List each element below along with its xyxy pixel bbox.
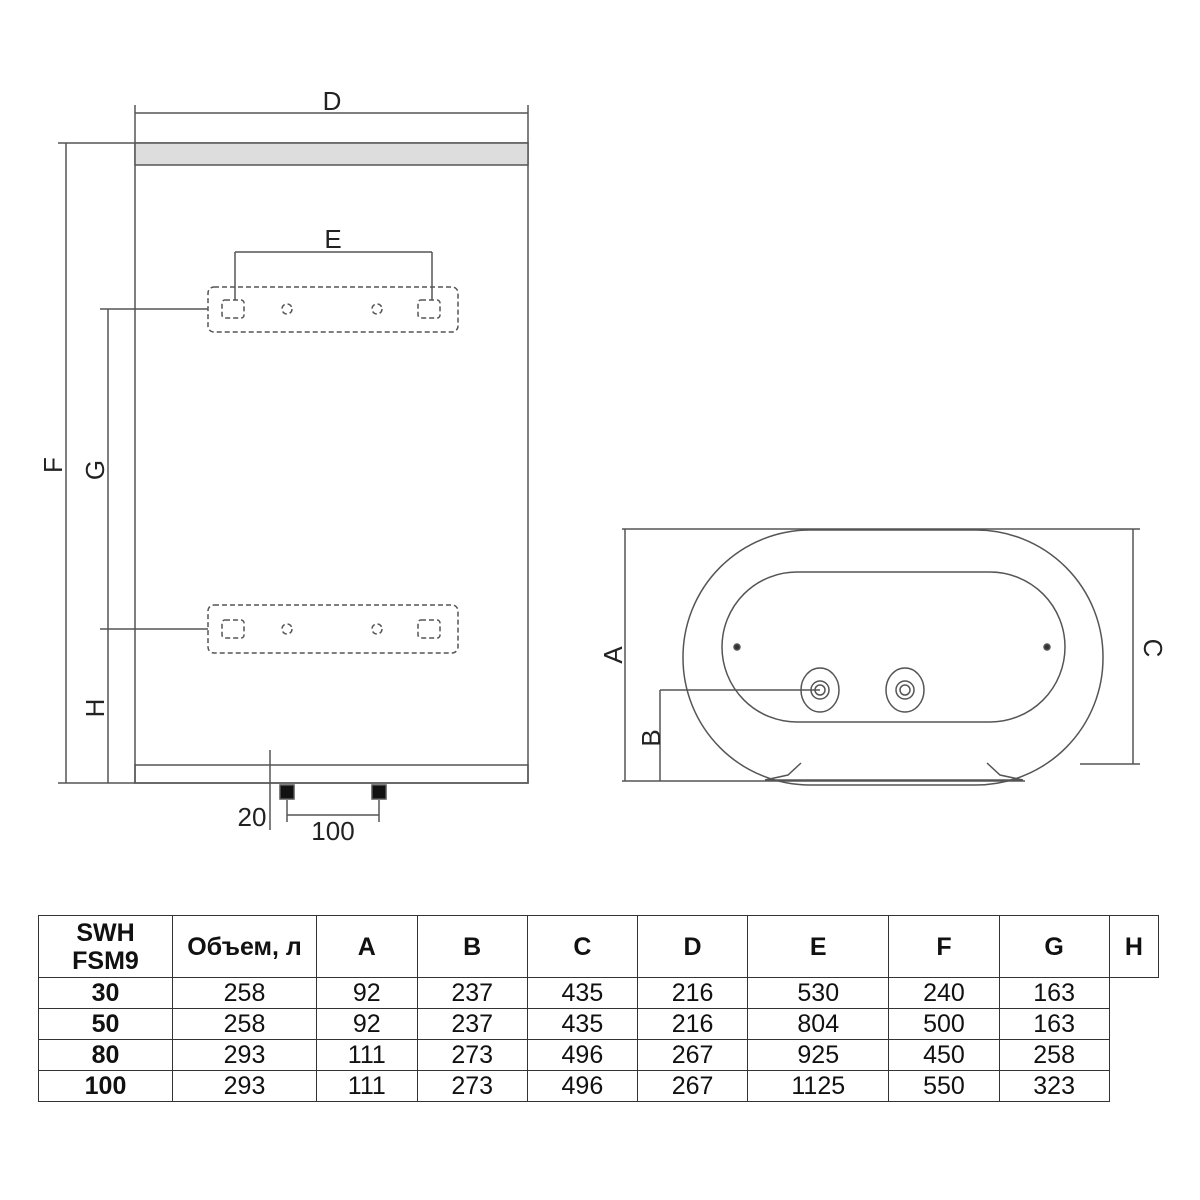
dimension-cell: 435 [526, 1008, 638, 1040]
dimension-cell: 435 [526, 977, 638, 1009]
table-header-row: SWH FSM9 Объем, л A B C D E F G H [38, 915, 1160, 978]
label-G: G [80, 460, 110, 480]
dimension-cell: 240 [888, 977, 1000, 1009]
header-H: H [1108, 915, 1160, 978]
header-G: G [998, 915, 1110, 978]
dimension-cell: 237 [416, 977, 528, 1009]
volume-cell: 30 [38, 977, 173, 1009]
label-offset: 20 [238, 802, 267, 832]
dimension-cell: 111 [316, 1070, 418, 1102]
front-view [58, 105, 529, 830]
label-F: F [38, 457, 68, 473]
dimension-cell: 925 [747, 1039, 890, 1071]
dimension-cell: 500 [888, 1008, 1000, 1040]
header-E: E [747, 915, 890, 978]
header-F: F [888, 915, 1000, 978]
dimension-cell: 237 [416, 1008, 528, 1040]
dimension-cell: 258 [172, 977, 317, 1009]
volume-cell: 100 [38, 1070, 173, 1102]
header-D: D [636, 915, 749, 978]
dimension-cell: 293 [172, 1039, 317, 1071]
inner-panel [721, 571, 1066, 723]
header-A: A [316, 915, 418, 978]
label-B: B [636, 729, 666, 746]
dimension-cell: 163 [998, 977, 1110, 1009]
dimension-cell: 216 [636, 977, 749, 1009]
top-cap [134, 142, 529, 166]
dimension-cell: 92 [316, 1008, 418, 1040]
volume-cell: 80 [38, 1039, 173, 1071]
dimension-cell: 267 [636, 1070, 749, 1102]
label-C: C [1138, 639, 1168, 658]
dimension-cell: 258 [998, 1039, 1110, 1071]
model-line-1: SWH [76, 918, 135, 947]
label-E: E [324, 224, 341, 254]
dimension-cell: 273 [416, 1039, 528, 1071]
outer-shell [682, 529, 1104, 786]
model-line-2: FSM9 [72, 946, 139, 975]
dimension-cell: 496 [526, 1039, 638, 1071]
dimension-cell: 216 [636, 1008, 749, 1040]
dimension-cell: 163 [998, 1008, 1110, 1040]
dimension-cell: 258 [172, 1008, 317, 1040]
model-name: SWH FSM9 [38, 915, 173, 978]
dimension-cell: 1125 [747, 1070, 890, 1102]
label-D: D [323, 86, 342, 116]
dimension-cell: 323 [998, 1070, 1110, 1102]
volume-cell: 50 [38, 1008, 173, 1040]
dimension-cell: 530 [747, 977, 890, 1009]
dimension-cell: 267 [636, 1039, 749, 1071]
dimension-cell: 550 [888, 1070, 1000, 1102]
side-view [622, 528, 1140, 786]
dimension-cell: 450 [888, 1039, 1000, 1071]
dimension-cell: 92 [316, 977, 418, 1009]
dimension-cell: 111 [316, 1039, 418, 1071]
dimension-cell: 804 [747, 1008, 890, 1040]
header-C: C [526, 915, 638, 978]
label-A: A [598, 646, 628, 664]
label-pipe-spacing: 100 [311, 816, 354, 846]
bottom-cap [134, 764, 529, 784]
header-volume: Объем, л [172, 915, 317, 978]
label-H: H [80, 699, 110, 718]
dimension-cell: 496 [526, 1070, 638, 1102]
header-B: B [416, 915, 528, 978]
lower-mounting-bracket [207, 604, 459, 654]
upper-mounting-bracket [207, 286, 459, 333]
dimension-cell: 293 [172, 1070, 317, 1102]
dimension-cell: 273 [416, 1070, 528, 1102]
